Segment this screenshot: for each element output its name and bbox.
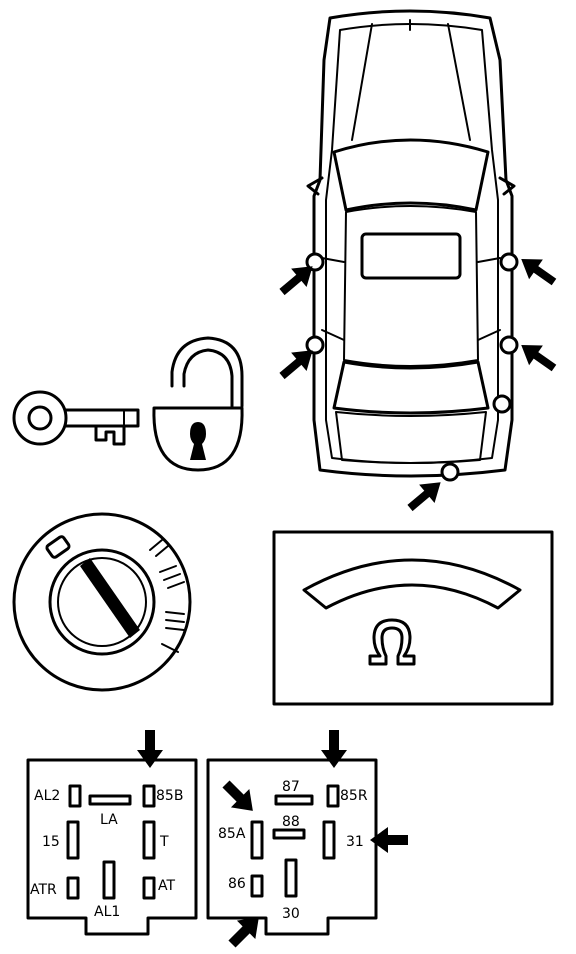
pin-label: T [159, 834, 169, 850]
pin-label: AT [158, 878, 175, 894]
pin-slot-15 [66, 820, 80, 860]
pin-label: 31 [346, 834, 364, 850]
connector-right: 87 85R 88 85A 31 86 30 [206, 758, 378, 936]
pin-slot-30 [284, 858, 298, 898]
pin-slot-at [142, 876, 156, 900]
fuel-flap-lock-point [492, 394, 512, 414]
pin-label: AL2 [34, 788, 60, 804]
pin-label: AL1 [94, 904, 120, 920]
pin-label: ATR [30, 882, 57, 898]
rear-left-lock-point [305, 335, 325, 355]
pin-label: 85B [156, 788, 183, 804]
pin-label: 15 [42, 834, 60, 850]
front-left-lock-point [305, 252, 325, 272]
pin-label: 87 [282, 779, 300, 795]
padlock-open-icon [152, 336, 244, 472]
front-right-lock-point [499, 252, 519, 272]
pin-slot-85a [250, 820, 264, 860]
pin-slot-87 [274, 794, 314, 806]
pin-slot-31 [322, 820, 336, 860]
pin-label: 85R [340, 788, 368, 804]
pin-slot-86 [250, 874, 264, 898]
pin-slot-atr [66, 876, 80, 900]
pin-label: 86 [228, 876, 246, 892]
ignition-switch-icon [12, 512, 192, 692]
pin-label: 85A [218, 826, 246, 842]
pin-slot-la [88, 794, 132, 806]
rear-right-lock-point [499, 335, 519, 355]
car-top-view [305, 9, 519, 482]
pin-label: LA [100, 812, 118, 828]
pin-slot-88 [272, 828, 306, 840]
trunk-lock-point [440, 462, 460, 482]
pin-label: 30 [282, 906, 300, 922]
pin-label: 88 [282, 814, 300, 830]
connector-left: AL2 85B LA 15 T ATR AT AL1 [26, 758, 198, 936]
arrow-icon [279, 259, 557, 512]
arrow-icon [137, 730, 408, 948]
pin-slot-t [142, 820, 156, 860]
pin-slot-al1 [102, 860, 116, 900]
pin-slot-85r [326, 784, 340, 808]
key-icon [12, 390, 140, 446]
ohmmeter-icon [272, 530, 554, 706]
pin-slot-al2 [68, 784, 82, 808]
pin-slot-85b [142, 784, 156, 808]
